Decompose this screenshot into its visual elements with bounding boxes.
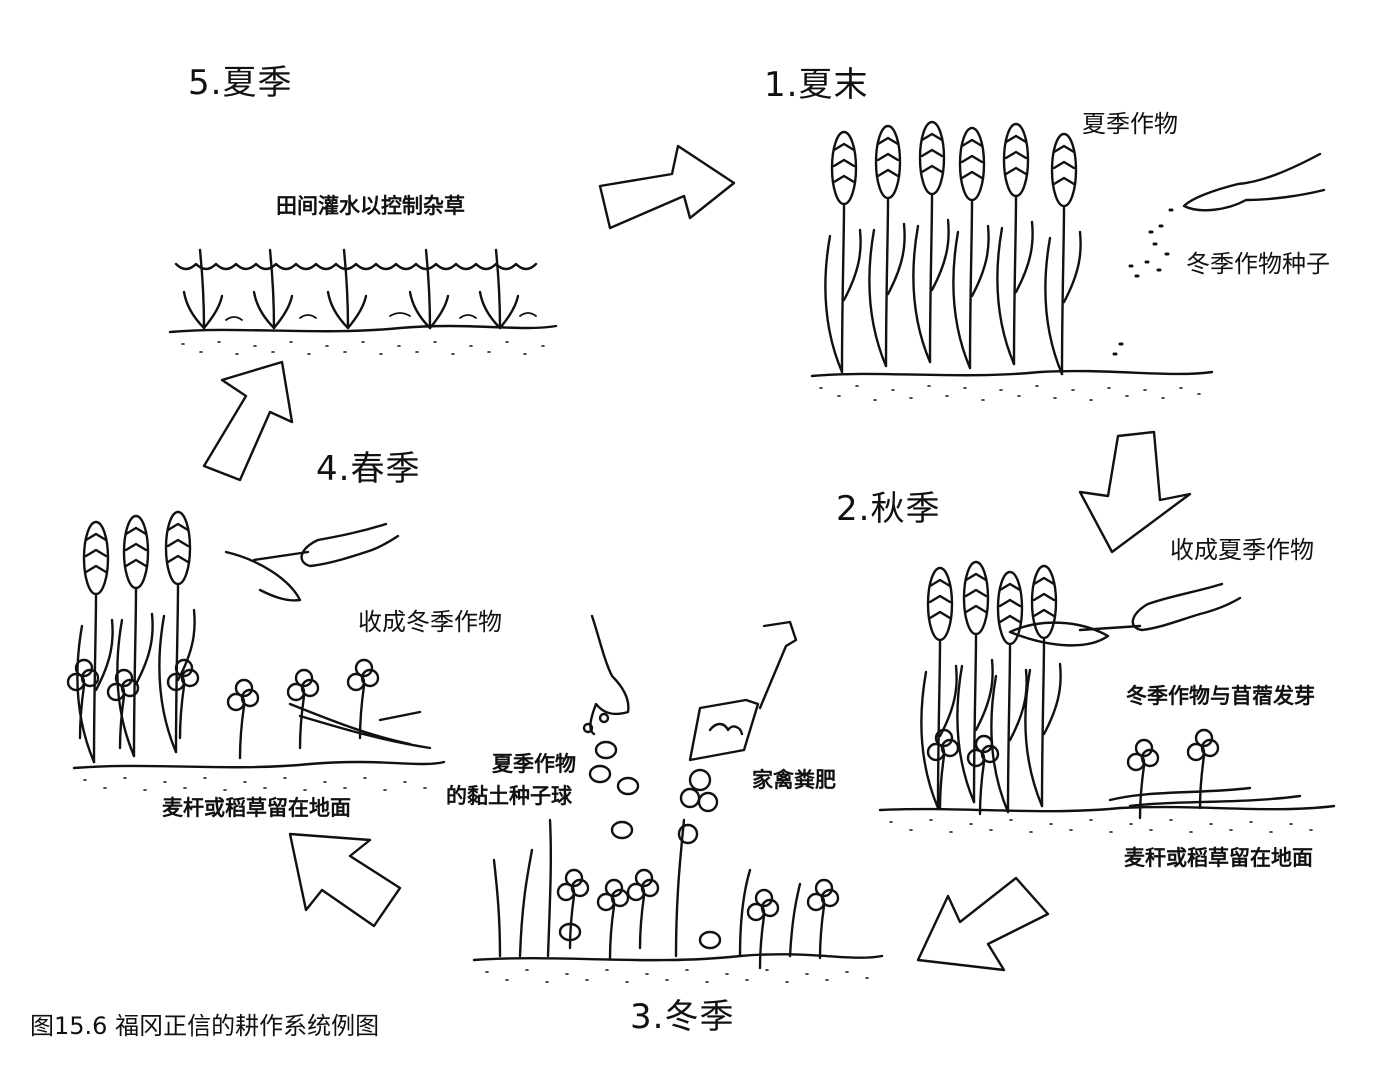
stage-2-title: 2.秋季: [836, 489, 941, 529]
label-manure: 家禽粪肥: [752, 768, 836, 792]
scene-spring: [66, 510, 446, 791]
label-flood: 田间灌水以控制杂草: [276, 194, 465, 218]
label-winter-seeds: 冬季作物种子: [1186, 250, 1330, 278]
label-harvest-summer: 收成夏季作物: [1170, 536, 1314, 564]
arrow-5-to-1: [598, 144, 736, 230]
stage-1-title: 1.夏末: [764, 65, 869, 105]
stage-3-title: 3.冬季: [630, 997, 735, 1037]
label-straw-left: 麦杆或稻草留在地面: [162, 796, 351, 820]
scene-late-summer: [810, 120, 1326, 401]
arrow-1-to-2: [1078, 430, 1192, 554]
scene-autumn: [878, 560, 1336, 833]
arrow-2-to-3: [916, 876, 1050, 972]
label-sprout: 冬季作物与苜蓿发芽: [1126, 684, 1315, 708]
scene-winter: [472, 614, 884, 983]
arrow-3-to-4: [288, 832, 402, 928]
arrow-4-to-5: [202, 360, 294, 482]
figure-caption: 图15.6 福冈正信的耕作系统例图: [30, 1012, 380, 1040]
stage-4-title: 4.春季: [316, 449, 421, 489]
stage-5-title: 5.夏季: [188, 63, 293, 103]
label-straw-right: 麦秆或稻草留在地面: [1124, 846, 1313, 870]
label-clay-line2: 的黏土种子球: [446, 784, 572, 808]
label-clay-line1: 夏季作物: [492, 752, 576, 776]
label-summer-crop: 夏季作物: [1082, 110, 1178, 138]
label-harvest-winter: 收成冬季作物: [358, 608, 502, 636]
scene-summer: [168, 248, 558, 355]
